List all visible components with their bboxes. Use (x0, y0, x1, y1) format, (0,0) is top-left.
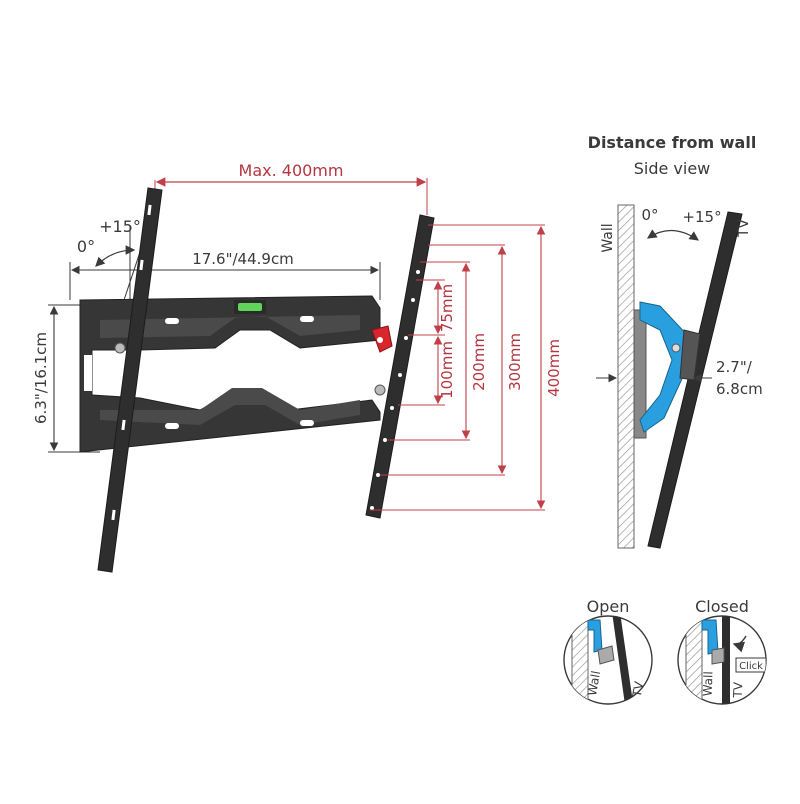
tilt-min-label: 0° (77, 237, 95, 256)
vesa-100-label: 100mm (438, 341, 456, 399)
vesa-400-label: 400mm (545, 339, 563, 397)
left-vertical-arm (97, 187, 163, 573)
open-title: Open (587, 597, 630, 616)
lock-open-detail: Open Wall TV (563, 597, 653, 705)
plate-height-dimension: 6.3"/16.1cm (32, 304, 100, 453)
distance-line2: 6.8cm (716, 380, 763, 398)
side-wall-label: Wall (600, 223, 616, 252)
distance-line1: 2.7"/ (716, 358, 753, 376)
lock-closed-detail: Closed Click Wall TV (677, 597, 767, 705)
wall-plate (79, 295, 381, 453)
plate-width-label: 17.6"/44.9cm (192, 250, 294, 268)
front-view: Max. 400mm 17.6"/44.9cm 6.3"/16.1cm +15°… (32, 161, 563, 573)
side-view: Distance from wall Side view Wall 0° +15… (588, 133, 763, 549)
closed-tv-label: TV (731, 681, 746, 699)
side-tv-label: TV (736, 219, 752, 239)
wall-section (617, 204, 635, 549)
click-label: Click (739, 661, 763, 672)
vesa-300-label: 300mm (506, 333, 524, 391)
vesa-75-label: 75mm (438, 284, 456, 332)
side-view-subtitle: Side view (634, 159, 711, 178)
max-width-dimension: Max. 400mm (154, 161, 428, 215)
safety-latch (371, 325, 393, 353)
open-tv-label: TV (630, 680, 647, 699)
right-vertical-arm (365, 214, 435, 519)
spirit-level (234, 300, 266, 314)
side-tilt-max-label: +15° (682, 208, 721, 226)
side-tilt-min-label: 0° (641, 206, 658, 224)
vesa-200-label: 200mm (470, 333, 488, 391)
vesa-dimensions: 75mm 100mm 200mm 300mm 400mm (370, 224, 563, 511)
tilt-indicator: +15° 0° (77, 217, 149, 301)
side-view-title: Distance from wall (588, 133, 757, 152)
open-wall-label: Wall (585, 670, 603, 697)
plate-width-dimension: 17.6"/44.9cm (69, 250, 381, 300)
closed-wall-label: Wall (701, 671, 716, 697)
closed-title: Closed (695, 597, 749, 616)
plate-height-label: 6.3"/16.1cm (32, 332, 50, 424)
tilt-max-label: +15° (99, 217, 141, 236)
max-width-label: Max. 400mm (239, 161, 344, 180)
